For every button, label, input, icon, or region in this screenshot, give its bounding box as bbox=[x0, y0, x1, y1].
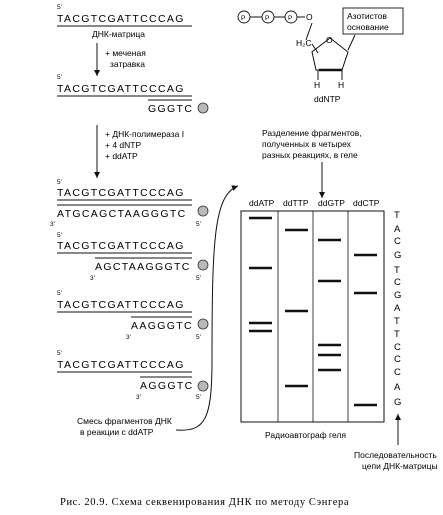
template-strand-text: TACGTCGATTCCCAG bbox=[57, 299, 185, 311]
base-box bbox=[342, 7, 404, 35]
primer-step-2: затравка bbox=[110, 59, 145, 69]
read-base: T bbox=[394, 316, 400, 327]
read-base: C bbox=[394, 367, 401, 378]
read-base: G bbox=[394, 250, 401, 261]
mix-to-gel-arrow bbox=[175, 185, 239, 431]
primer-step-1: + меченая bbox=[105, 48, 146, 58]
read-base: C bbox=[394, 354, 401, 365]
template-block: 5' TACGTCGATTCCCAG ДНК-матрица bbox=[57, 4, 192, 39]
end-5-label: 5' bbox=[57, 350, 62, 357]
end-3-label: 3' bbox=[126, 334, 131, 341]
phosphate-label: P bbox=[265, 15, 269, 22]
end-5-label: 5' bbox=[196, 275, 201, 282]
read-base: A bbox=[394, 303, 401, 314]
template-strand-text: TACGTCGATTCCCAG bbox=[57, 240, 185, 252]
read-base: T bbox=[394, 210, 400, 221]
gel-caption: Радиоавтограф геля bbox=[265, 430, 346, 440]
end-3-label: 3' bbox=[136, 394, 141, 401]
end-5-label: 5' bbox=[57, 74, 62, 81]
read-base: T bbox=[394, 329, 400, 340]
ddntp-label: ddNTP bbox=[314, 94, 341, 104]
label-bead bbox=[197, 205, 209, 217]
end-5-label: 5' bbox=[196, 221, 201, 228]
fragment-text: AGGGTC bbox=[140, 380, 194, 392]
fragment-text: AGCTAAGGGTC bbox=[95, 261, 191, 273]
template-strand-text: TACGTCGATTCCCAG bbox=[57, 13, 185, 25]
label-bead bbox=[197, 380, 209, 392]
h-label: H bbox=[314, 80, 320, 90]
fragment-text: AAGGGTC bbox=[131, 320, 193, 332]
template-primer-block: 5' TACGTCGATTCCCAG GGGTC bbox=[57, 74, 209, 115]
fragment-block-4: 5' TACGTCGATTCCCAG AGGGTC 3' 5' bbox=[57, 350, 209, 401]
fragment-text: ATGCAGCTAAGGGTC bbox=[57, 208, 187, 220]
mix-note-line-2: в реакции с ddATP bbox=[80, 427, 154, 437]
mix-note-line-1: Смесь фрагментов ДНК bbox=[77, 416, 172, 426]
lane-label-ddctp: ddCTP bbox=[353, 198, 380, 208]
lane-label-ddatp: ddATP bbox=[249, 198, 275, 208]
fragment-block-3: 5' TACGTCGATTCCCAG AAGGGTC 3' 5' bbox=[57, 290, 209, 341]
end-3-label: 3' bbox=[90, 275, 95, 282]
polymerase-step-1: + ДНК-полимераза I bbox=[105, 129, 184, 139]
end-5-label: 5' bbox=[57, 232, 62, 239]
read-base: T bbox=[394, 265, 400, 276]
label-bead bbox=[197, 318, 209, 330]
end-5-label: 5' bbox=[196, 334, 201, 341]
phosphate-label: P bbox=[288, 15, 292, 22]
read-base: C bbox=[394, 277, 401, 288]
separation-note-1: Разделение фрагментов, bbox=[262, 128, 362, 138]
label-bead bbox=[197, 102, 209, 114]
template-label: ДНК-матрица bbox=[92, 29, 145, 39]
h2c-label: H₂C bbox=[296, 38, 312, 48]
label-bead bbox=[197, 259, 209, 271]
bond bbox=[311, 43, 319, 54]
read-base: G bbox=[394, 290, 401, 301]
bond bbox=[347, 34, 356, 51]
base-box-line-1: Азотистов bbox=[347, 11, 387, 21]
read-sequence: T A C G T C G A T T C C C A G bbox=[394, 210, 401, 408]
ester-oxygen: O bbox=[306, 12, 313, 22]
ddntp-structure: P P P O H₂C O H H Азотистов основание dd… bbox=[237, 7, 404, 104]
read-base: C bbox=[394, 236, 401, 247]
read-base: G bbox=[394, 397, 401, 408]
read-note-1: Последовательность bbox=[354, 450, 437, 460]
fragment-block-1: 5' TACGTCGATTCCCAG ATGCAGCTAAGGGTC 3' 5' bbox=[50, 179, 209, 228]
figure-caption: Рис. 20.9. Схема секвенирования ДНК по м… bbox=[60, 497, 349, 508]
polymerase-step-2: + 4 dNTP bbox=[105, 140, 141, 150]
read-base: C bbox=[394, 342, 401, 353]
separation-note-3: разных реакциях, в геле bbox=[262, 150, 358, 160]
base-box-line-2: основание bbox=[347, 22, 389, 32]
end-5-label: 5' bbox=[57, 290, 62, 297]
read-base: A bbox=[394, 224, 401, 235]
template-strand-text: TACGTCGATTCCCAG bbox=[57, 187, 185, 199]
read-base: A bbox=[394, 382, 401, 393]
phosphate-label: P bbox=[241, 15, 245, 22]
lane-label-ddttp: ddTTP bbox=[283, 198, 309, 208]
gel-frame bbox=[240, 210, 385, 423]
template-strand-text: TACGTCGATTCCCAG bbox=[57, 359, 185, 371]
end-5-label: 5' bbox=[196, 394, 201, 401]
primer-seq-text: GGGTC bbox=[148, 103, 193, 115]
fragment-block-2: 5' TACGTCGATTCCCAG AGCTAAGGGTC 3' 5' bbox=[57, 232, 209, 282]
read-note-2: цепи ДНК-матрицы bbox=[362, 461, 438, 471]
lane-label-ddgtp: ddGTP bbox=[318, 198, 345, 208]
end-3-label: 3' bbox=[50, 221, 55, 228]
bond bbox=[305, 22, 313, 41]
h-label: H bbox=[338, 80, 344, 90]
end-5-label: 5' bbox=[57, 179, 62, 186]
separation-note-2: полученных в четырех bbox=[262, 139, 352, 149]
end-5-label: 5' bbox=[57, 4, 62, 11]
polymerase-step-3: + ddATP bbox=[105, 151, 138, 161]
template-strand-text: TACGTCGATTCCCAG bbox=[57, 83, 185, 95]
ring-oxygen: O bbox=[326, 35, 333, 45]
